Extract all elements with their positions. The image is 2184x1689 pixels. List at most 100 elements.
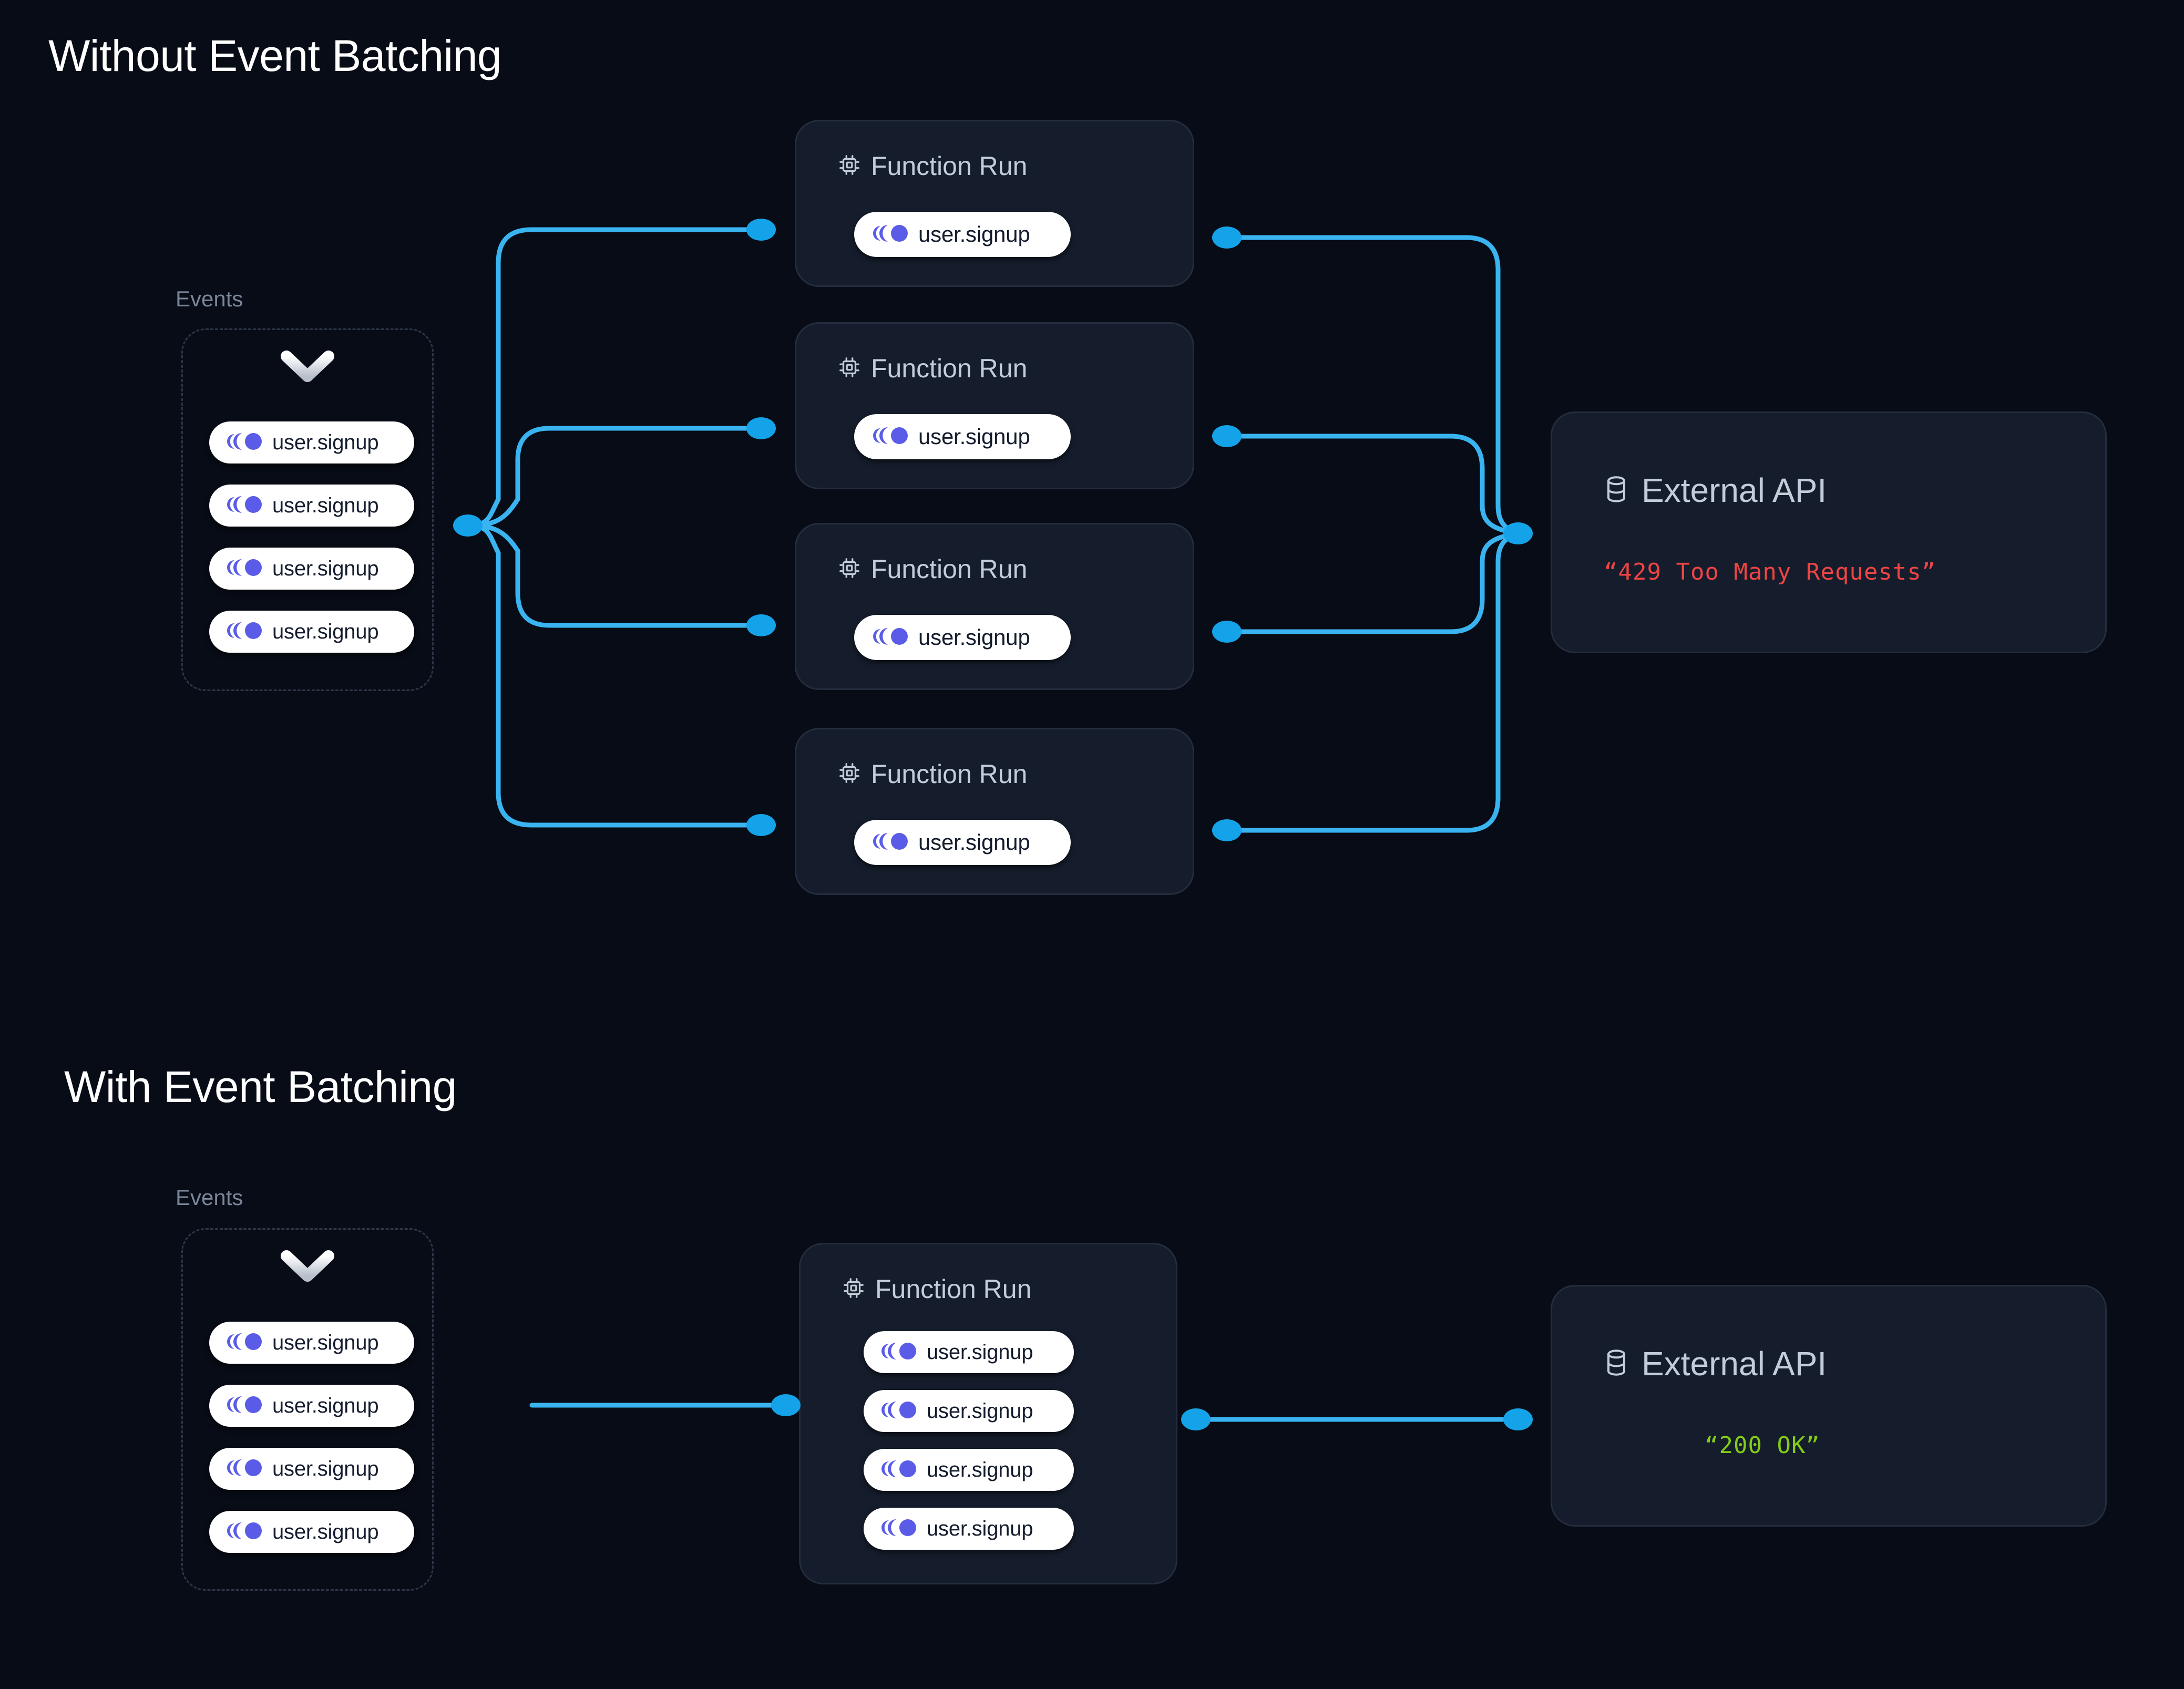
- section-title-with-batching: With Event Batching: [64, 1062, 457, 1111]
- connector-node: [1503, 522, 1533, 544]
- cpu-chip-icon: [837, 355, 862, 382]
- list-item[interactable]: user.signup: [209, 548, 414, 590]
- event-signal-icon: [227, 1457, 262, 1481]
- wire-events-to-run-3: [465, 523, 767, 628]
- event-signal-icon: [881, 1341, 916, 1364]
- cpu-chip-icon: [837, 761, 862, 788]
- list-item[interactable]: user.signup: [864, 1390, 1074, 1432]
- event-signal-icon: [227, 1394, 262, 1418]
- event-signal-icon: [227, 557, 262, 581]
- card-header: Function Run: [842, 1274, 1031, 1304]
- event-name: user.signup: [272, 620, 379, 643]
- cpu-chip-icon: [842, 1276, 866, 1303]
- event-name: user.signup: [918, 222, 1030, 246]
- card-header: Function Run: [837, 151, 1027, 181]
- external-api-card[interactable]: External API “429 Too Many Requests”: [1551, 411, 2107, 653]
- event-name: user.signup: [918, 625, 1030, 650]
- connector-node: [1212, 226, 1242, 249]
- wire-events-to-run-1: [465, 227, 767, 528]
- list-item[interactable]: user.signup: [854, 212, 1071, 257]
- list-item[interactable]: user.signup: [209, 1448, 414, 1490]
- event-name: user.signup: [927, 1340, 1033, 1364]
- connector-node: [1212, 819, 1242, 841]
- event-signal-icon: [873, 425, 908, 449]
- wire-events-to-run-4: [465, 523, 767, 828]
- events-group-top: [181, 328, 434, 691]
- wire-events-to-run-2: [465, 426, 767, 528]
- card-header: External API: [1601, 1344, 1827, 1383]
- connector-node: [453, 514, 483, 537]
- event-signal-icon: [881, 1458, 916, 1482]
- event-signal-icon: [227, 1520, 262, 1544]
- event-name: user.signup: [272, 1331, 379, 1354]
- card-title: Function Run: [871, 554, 1028, 584]
- list-item[interactable]: user.signup: [864, 1508, 1074, 1550]
- chevron-down-icon: [280, 1249, 335, 1283]
- status-badge: “429 Too Many Requests”: [1604, 559, 1936, 585]
- list-item[interactable]: user.signup: [209, 1322, 414, 1364]
- event-name: user.signup: [272, 557, 379, 580]
- function-run-card[interactable]: Function Run user.signup: [795, 523, 1194, 690]
- event-name: user.signup: [927, 1458, 1033, 1481]
- function-run-card[interactable]: Function Run user.signup: [795, 728, 1194, 895]
- event-signal-icon: [227, 620, 262, 644]
- card-title: External API: [1642, 471, 1827, 509]
- event-name: user.signup: [927, 1399, 1033, 1423]
- list-item[interactable]: user.signup: [864, 1331, 1074, 1373]
- event-name: user.signup: [272, 430, 379, 454]
- event-name: user.signup: [272, 1520, 379, 1543]
- event-signal-icon: [881, 1399, 916, 1423]
- event-signal-icon: [873, 831, 908, 854]
- list-item[interactable]: user.signup: [209, 421, 414, 464]
- list-item[interactable]: user.signup: [209, 1385, 414, 1427]
- connector-node: [746, 814, 776, 836]
- function-run-card[interactable]: Function Run user.signup user.signup: [799, 1243, 1177, 1584]
- function-run-card[interactable]: Function Run user.signup: [795, 120, 1194, 287]
- status-badge: “200 OK”: [1705, 1432, 1820, 1459]
- chevron-down-icon: [280, 349, 335, 384]
- connector-node: [1503, 1408, 1533, 1430]
- event-name: user.signup: [272, 493, 379, 517]
- list-item[interactable]: user.signup: [209, 611, 414, 653]
- card-title: Function Run: [871, 151, 1028, 181]
- cpu-chip-icon: [837, 153, 862, 180]
- wire-run-1-to-api: [1227, 235, 1521, 536]
- card-header: External API: [1601, 471, 1827, 510]
- event-name: user.signup: [272, 1394, 379, 1417]
- card-header: Function Run: [837, 353, 1027, 384]
- card-title: External API: [1642, 1345, 1827, 1383]
- list-item[interactable]: user.signup: [854, 820, 1071, 865]
- database-icon: [1601, 473, 1632, 508]
- event-name: user.signup: [927, 1517, 1033, 1540]
- list-item[interactable]: user.signup: [854, 414, 1071, 459]
- event-signal-icon: [227, 1331, 262, 1355]
- wire-run-4-to-api: [1227, 531, 1521, 833]
- connector-node: [746, 417, 776, 439]
- wire-run-2-to-api: [1227, 434, 1521, 536]
- card-title: Function Run: [871, 354, 1028, 383]
- list-item[interactable]: user.signup: [209, 1511, 414, 1553]
- connector-node: [746, 614, 776, 636]
- events-label-top: Events: [176, 286, 243, 311]
- card-header: Function Run: [837, 759, 1027, 789]
- event-signal-icon: [881, 1517, 916, 1541]
- list-item[interactable]: user.signup: [864, 1449, 1074, 1491]
- card-title: Function Run: [875, 1274, 1032, 1304]
- card-header: Function Run: [837, 554, 1027, 584]
- external-api-card[interactable]: External API “200 OK”: [1551, 1285, 2107, 1527]
- event-signal-icon: [227, 494, 262, 518]
- connector-node: [771, 1394, 801, 1416]
- event-signal-icon: [227, 431, 262, 455]
- events-label-bottom: Events: [176, 1185, 243, 1210]
- connector-node: [1212, 425, 1242, 447]
- connector-node: [1212, 621, 1242, 643]
- function-run-card[interactable]: Function Run user.signup: [795, 322, 1194, 489]
- event-name: user.signup: [272, 1457, 379, 1480]
- list-item[interactable]: user.signup: [209, 485, 414, 527]
- event-name: user.signup: [918, 424, 1030, 449]
- database-icon: [1601, 1347, 1632, 1381]
- cpu-chip-icon: [837, 556, 862, 583]
- list-item[interactable]: user.signup: [854, 615, 1071, 660]
- connector-node: [1181, 1408, 1211, 1430]
